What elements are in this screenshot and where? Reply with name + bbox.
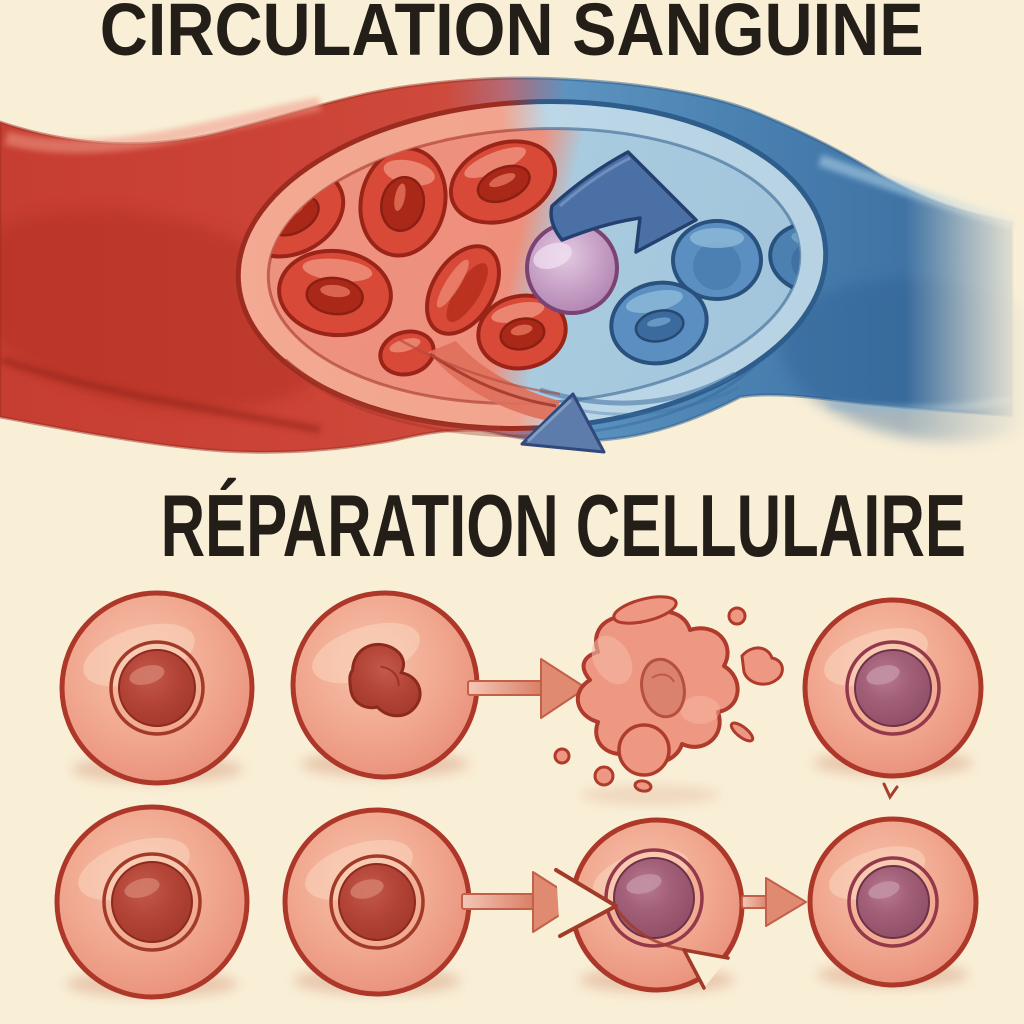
red-blood-cell-side: [425, 244, 501, 336]
stressed-cell: [290, 590, 480, 780]
repaired-cell: [807, 816, 979, 988]
title-circulation-text: CIRCULATION SANGUINE: [100, 0, 924, 71]
membrane-crack: [554, 868, 730, 990]
healthy-cell: [54, 804, 250, 1000]
blue-blood-cell: [609, 280, 709, 366]
damaged-cell: [554, 817, 745, 993]
title-reparation-text: RÉPARATION CELLULAIRE: [160, 476, 966, 575]
step-arrow-icon: [461, 871, 581, 933]
title-circulation: CIRCULATION SANGUINE: [0, 0, 1024, 67]
exit-flow: [399, 338, 606, 454]
red-blood-cell: [358, 146, 448, 258]
title-reparation: RÉPARATION CELLULAIRE: [0, 482, 1024, 570]
flow-arrow-right-icon: [549, 150, 698, 254]
white-blood-cell: [525, 221, 619, 315]
healthy-cell: [59, 590, 255, 786]
red-blood-cell: [476, 293, 568, 371]
fragmented-cell: [553, 595, 784, 805]
blood-circulation-illustration: [0, 60, 1024, 530]
nucleus-remnant: [640, 657, 686, 719]
healthy-cell: [282, 807, 472, 997]
step-arrow-small-icon: [741, 877, 807, 927]
step-arrow-icon: [467, 658, 587, 719]
red-blood-cell: [277, 248, 393, 338]
red-blood-cell: [448, 139, 558, 225]
recovered-cell: [802, 597, 984, 779]
flow-arrow-down-icon: [520, 392, 606, 454]
cell-repair-illustration: [54, 590, 984, 1000]
cell-fragments: [553, 595, 784, 793]
repair-row-1: [59, 590, 984, 805]
artery-highlight: [4, 97, 322, 154]
debris-mark: [882, 782, 899, 800]
vein-fade: [905, 60, 1024, 530]
red-blood-cell-small: [378, 329, 436, 377]
blue-blood-cell: [671, 219, 763, 301]
repair-row-2: [54, 804, 979, 1000]
deformed-nucleus: [348, 642, 422, 718]
